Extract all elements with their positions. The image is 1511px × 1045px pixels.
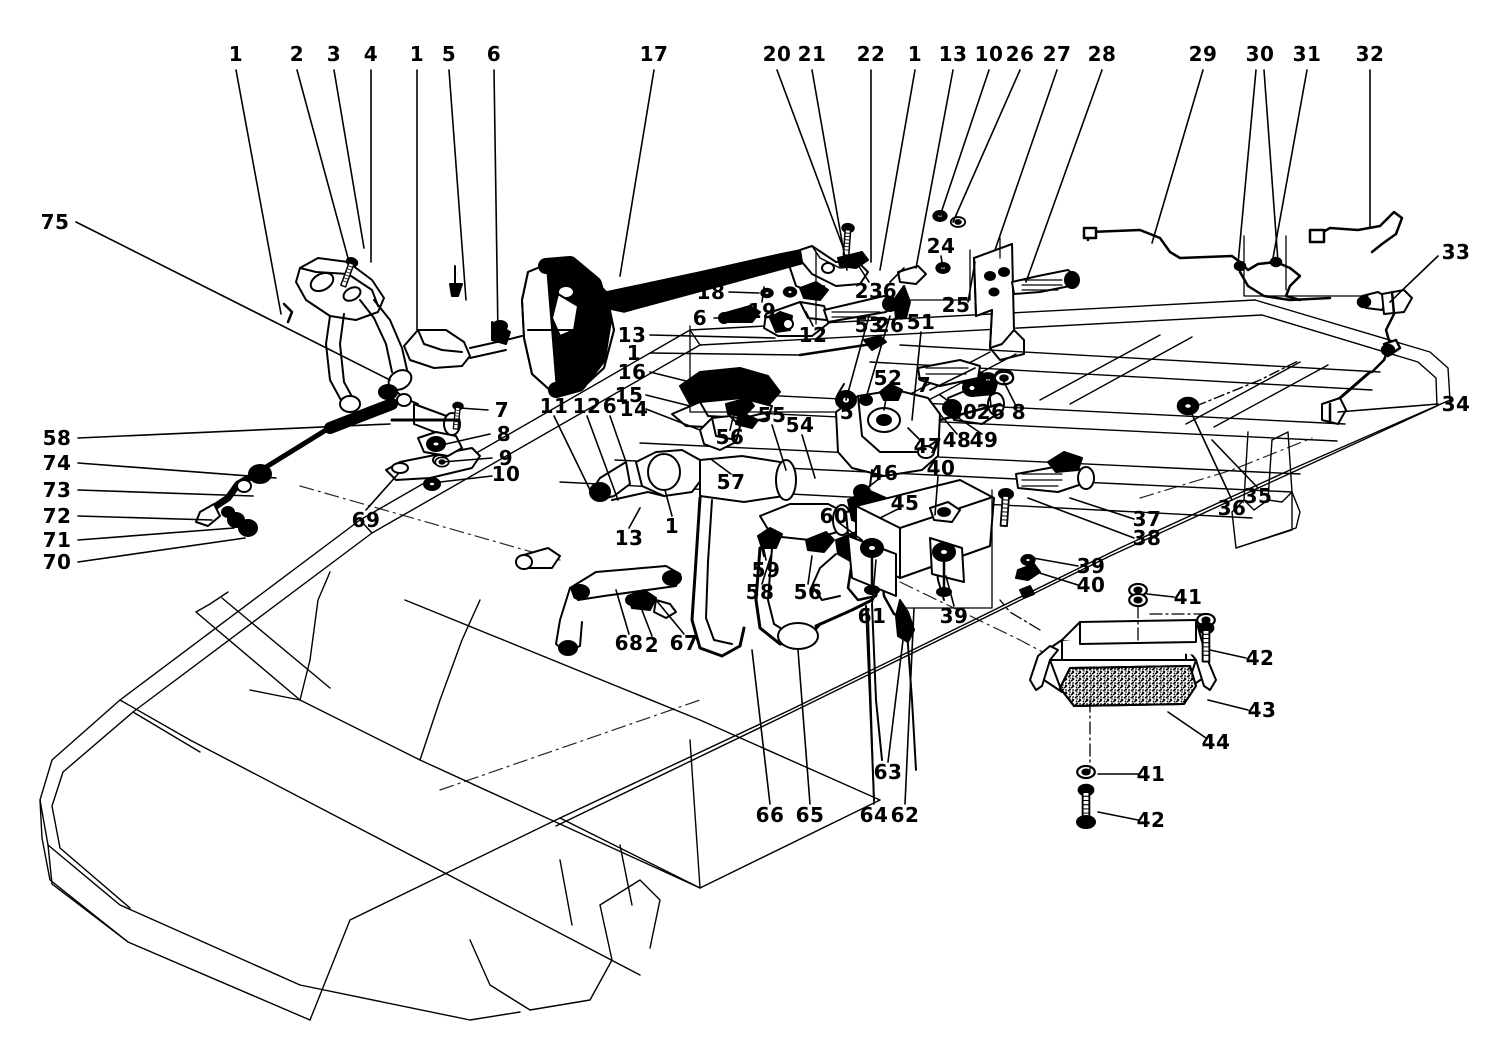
callout-number-14: 14 (619, 397, 649, 421)
callout-number-6: 6 (602, 394, 618, 418)
callout-number-75: 75 (40, 210, 70, 234)
callout-number-26: 26 (976, 400, 1006, 424)
callout-number-30: 30 (1245, 42, 1275, 66)
callout-number-46: 46 (869, 461, 899, 485)
callout-number-42: 42 (1245, 646, 1275, 670)
callout-number-57: 57 (716, 470, 746, 494)
callout-number-1: 1 (228, 42, 244, 66)
callout-number-55: 55 (757, 403, 787, 427)
callout-number-34: 34 (1441, 392, 1471, 416)
callout-number-6: 6 (486, 42, 502, 66)
callout-number-1: 1 (664, 514, 680, 538)
callout-number-71: 71 (42, 528, 72, 552)
callout-number-67: 67 (669, 631, 699, 655)
callout-number-13: 13 (614, 526, 644, 550)
callout-number-59: 59 (751, 558, 781, 582)
callout-number-41: 41 (1136, 762, 1166, 786)
callout-number-26: 26 (1005, 42, 1035, 66)
callout-number-5: 5 (839, 400, 855, 424)
callout-number-10: 10 (974, 42, 1004, 66)
callout-number-53: 53 (854, 313, 884, 337)
callout-number-70: 70 (42, 550, 72, 574)
callout-number-74: 74 (42, 451, 72, 475)
callout-number-65: 65 (795, 803, 825, 827)
callout-number-1: 1 (409, 42, 425, 66)
callout-number-2: 2 (289, 42, 305, 66)
callout-number-19: 19 (747, 299, 777, 323)
callout-number-27: 27 (1042, 42, 1072, 66)
callout-number-52: 52 (873, 366, 903, 390)
callout-number-21: 21 (797, 42, 827, 66)
callout-number-33: 33 (1441, 240, 1471, 264)
callout-number-6: 6 (882, 279, 898, 303)
callout-number-10: 10 (491, 462, 521, 486)
callout-number-23: 23 (854, 279, 884, 303)
callout-number-58: 58 (42, 426, 72, 450)
callout-number-1: 1 (907, 42, 923, 66)
callout-number-48: 48 (942, 428, 972, 452)
callout-number-64: 64 (859, 803, 889, 827)
callout-number-36: 36 (1217, 496, 1247, 520)
callout-number-60: 60 (819, 504, 849, 528)
callout-number-49: 49 (969, 428, 999, 452)
callout-number-7: 7 (494, 398, 510, 422)
callout-number-40: 40 (926, 456, 956, 480)
callout-number-72: 72 (42, 504, 72, 528)
callout-number-42: 42 (1136, 808, 1166, 832)
callout-number-11: 11 (539, 394, 569, 418)
callout-number-26: 26 (875, 313, 905, 337)
callout-number-17: 17 (639, 42, 669, 66)
callout-number-4: 4 (363, 42, 379, 66)
callout-number-47: 47 (913, 434, 943, 458)
callout-number-50: 50 (948, 400, 978, 424)
callout-number-12: 12 (798, 323, 828, 347)
callout-number-32: 32 (1355, 42, 1385, 66)
callout-number-35: 35 (1243, 484, 1273, 508)
callout-number-25: 25 (941, 293, 971, 317)
callout-number-13: 13 (617, 323, 647, 347)
callout-number-61: 61 (857, 604, 887, 628)
callout-number-13: 13 (938, 42, 968, 66)
callout-number-39: 39 (1076, 554, 1106, 578)
callout-number-15: 15 (614, 383, 644, 407)
callout-number-56: 56 (793, 580, 823, 604)
callout-number-39: 39 (939, 604, 969, 628)
callout-number-41: 41 (1173, 585, 1203, 609)
callout-number-6: 6 (692, 306, 708, 330)
callout-number-5: 5 (441, 42, 457, 66)
callout-number-3: 3 (326, 42, 342, 66)
callout-number-54: 54 (785, 413, 815, 437)
callout-number-68: 68 (614, 631, 644, 655)
callout-number-51: 51 (906, 310, 936, 334)
callout-number-28: 28 (1087, 42, 1117, 66)
callout-number-22: 22 (856, 42, 886, 66)
callout-number-9: 9 (498, 446, 514, 470)
callout-number-2: 2 (644, 633, 660, 657)
callout-number-18: 18 (696, 280, 726, 304)
callout-number-29: 29 (1188, 42, 1218, 66)
callout-number-7: 7 (916, 373, 932, 397)
callout-number-56: 56 (715, 425, 745, 449)
callout-number-24: 24 (926, 234, 956, 258)
callout-number-69: 69 (351, 508, 381, 532)
callout-number-12: 12 (572, 394, 602, 418)
callout-number-44: 44 (1201, 730, 1231, 754)
callout-number-37: 37 (1132, 507, 1162, 531)
callout-number-16: 16 (617, 360, 647, 384)
callout-number-8: 8 (1011, 400, 1027, 424)
callout-number-38: 38 (1132, 526, 1162, 550)
callout-number-62: 62 (890, 803, 920, 827)
callout-number-73: 73 (42, 478, 72, 502)
callout-number-45: 45 (890, 491, 920, 515)
callout-number-63: 63 (873, 760, 903, 784)
callout-number-58: 58 (745, 580, 775, 604)
callout-number-20: 20 (762, 42, 792, 66)
callout-number-66: 66 (755, 803, 785, 827)
callout-number-40: 40 (1076, 573, 1106, 597)
callout-number-43: 43 (1247, 698, 1277, 722)
callout-number-8: 8 (496, 422, 512, 446)
callout-number-1: 1 (626, 341, 642, 365)
callout-number-31: 31 (1292, 42, 1322, 66)
